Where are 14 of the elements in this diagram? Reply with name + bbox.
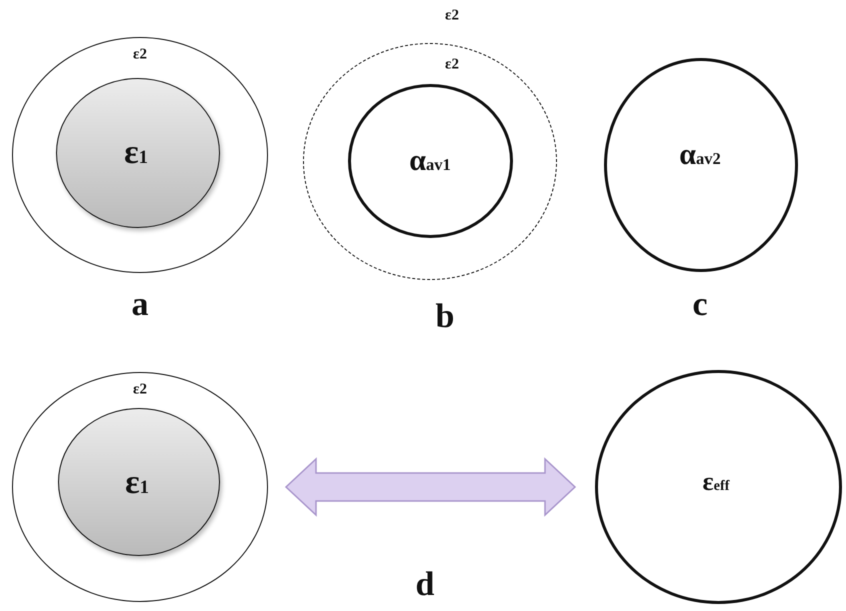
symbol-label: ε2 bbox=[133, 48, 147, 62]
circle bbox=[348, 84, 513, 238]
double-arrow bbox=[284, 457, 576, 517]
circle bbox=[595, 370, 842, 604]
circle bbox=[12, 37, 268, 273]
panel-letter: a bbox=[132, 288, 148, 322]
symbol-label: ε2 bbox=[445, 8, 459, 24]
symbol-label: ε2 bbox=[133, 382, 147, 398]
symbol-label: ε2 bbox=[445, 58, 459, 72]
panel-letter: d bbox=[416, 568, 434, 602]
circle bbox=[12, 372, 268, 602]
panel-letter: b bbox=[436, 300, 454, 334]
circle bbox=[604, 58, 798, 272]
panel-letter: c bbox=[692, 288, 708, 322]
